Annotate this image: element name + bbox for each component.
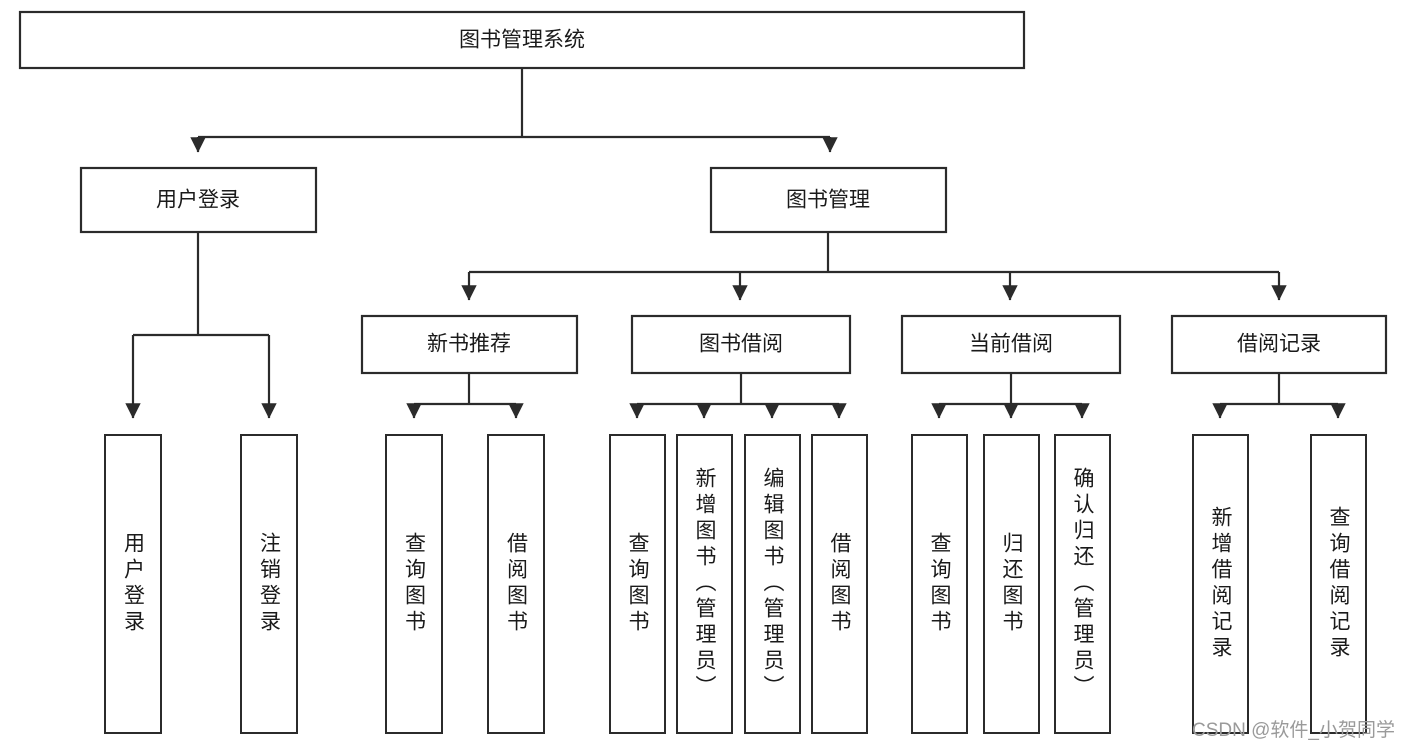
leaf-borrow-book-label: 借阅图书: [828, 532, 851, 636]
node-new-book-recommend-label: 新书推荐: [427, 333, 511, 356]
leaf-query-book-recommend-label: 查询图书: [402, 532, 426, 636]
leaf-query-book-borrow-label: 查询图书: [626, 532, 649, 636]
node-book-management-label: 图书管理: [786, 189, 870, 212]
node-user-login[interactable]: 用户登录: [79, 166, 318, 234]
node-root-box: [18, 10, 1026, 70]
node-borrow-records-box: [1170, 314, 1388, 375]
node-root-label: 图书管理系统: [459, 29, 585, 52]
edge-borrow-records-to-leaves: [1212, 373, 1346, 419]
leaf-query-book-borrow[interactable]: 查询图书: [609, 434, 666, 734]
leaf-borrow-book-recommend-label: 借阅图书: [504, 532, 528, 636]
leaf-confirm-return-label: 确认归还（管理员）: [1071, 467, 1094, 701]
edge-new-book-recommend-to-leaves: [406, 373, 524, 419]
leaf-query-book-recommend[interactable]: 查询图书: [385, 434, 443, 734]
node-book-management[interactable]: 图书管理: [709, 166, 948, 234]
leaf-user-login-label: 用户登录: [121, 532, 145, 636]
leaf-user-login[interactable]: 用户登录: [104, 434, 162, 734]
leaf-add-borrow-record[interactable]: 新增借阅记录: [1192, 434, 1249, 734]
node-current-borrow[interactable]: 当前借阅: [900, 314, 1122, 375]
node-root[interactable]: 图书管理系统: [18, 10, 1026, 70]
node-current-borrow-label: 当前借阅: [969, 333, 1053, 356]
edge-current-borrow-to-leaves: [931, 373, 1090, 419]
leaf-add-borrow-record-label: 新增借阅记录: [1209, 506, 1232, 662]
leaf-borrow-book-recommend[interactable]: 借阅图书: [487, 434, 545, 734]
node-book-borrow-box: [630, 314, 852, 375]
leaf-add-book[interactable]: 新增图书（管理员）: [676, 434, 733, 734]
leaf-return-book[interactable]: 归还图书: [983, 434, 1040, 734]
edge-book-borrow-to-leaves: [629, 373, 847, 419]
leaf-query-book-current-label: 查询图书: [928, 532, 951, 636]
leaf-query-book-current[interactable]: 查询图书: [911, 434, 968, 734]
leaf-add-book-label: 新增图书（管理员）: [693, 467, 716, 701]
node-user-login-box: [79, 166, 318, 234]
leaf-logout[interactable]: 注销登录: [240, 434, 298, 734]
node-book-borrow[interactable]: 图书借阅: [630, 314, 852, 375]
leaf-edit-book-label: 编辑图书（管理员）: [761, 467, 784, 701]
leaf-confirm-return[interactable]: 确认归还（管理员）: [1054, 434, 1111, 734]
node-new-book-recommend[interactable]: 新书推荐: [360, 314, 579, 375]
node-current-borrow-box: [900, 314, 1122, 375]
leaf-return-book-label: 归还图书: [1000, 532, 1023, 636]
node-borrow-records[interactable]: 借阅记录: [1170, 314, 1388, 375]
leaf-edit-book[interactable]: 编辑图书（管理员）: [744, 434, 801, 734]
node-borrow-records-label: 借阅记录: [1237, 333, 1321, 356]
edge-root-to-level1: [190, 68, 838, 153]
edge-user-login-to-leaves: [125, 232, 277, 419]
leaf-logout-label: 注销登录: [257, 532, 281, 636]
leaf-borrow-book[interactable]: 借阅图书: [811, 434, 868, 734]
node-book-borrow-label: 图书借阅: [699, 333, 783, 356]
node-user-login-label: 用户登录: [156, 189, 240, 212]
edge-book-management-to-level2: [461, 232, 1287, 301]
leaf-query-borrow-record-label: 查询借阅记录: [1327, 506, 1350, 662]
node-new-book-recommend-box: [360, 314, 579, 375]
leaf-query-borrow-record[interactable]: 查询借阅记录: [1310, 434, 1367, 734]
